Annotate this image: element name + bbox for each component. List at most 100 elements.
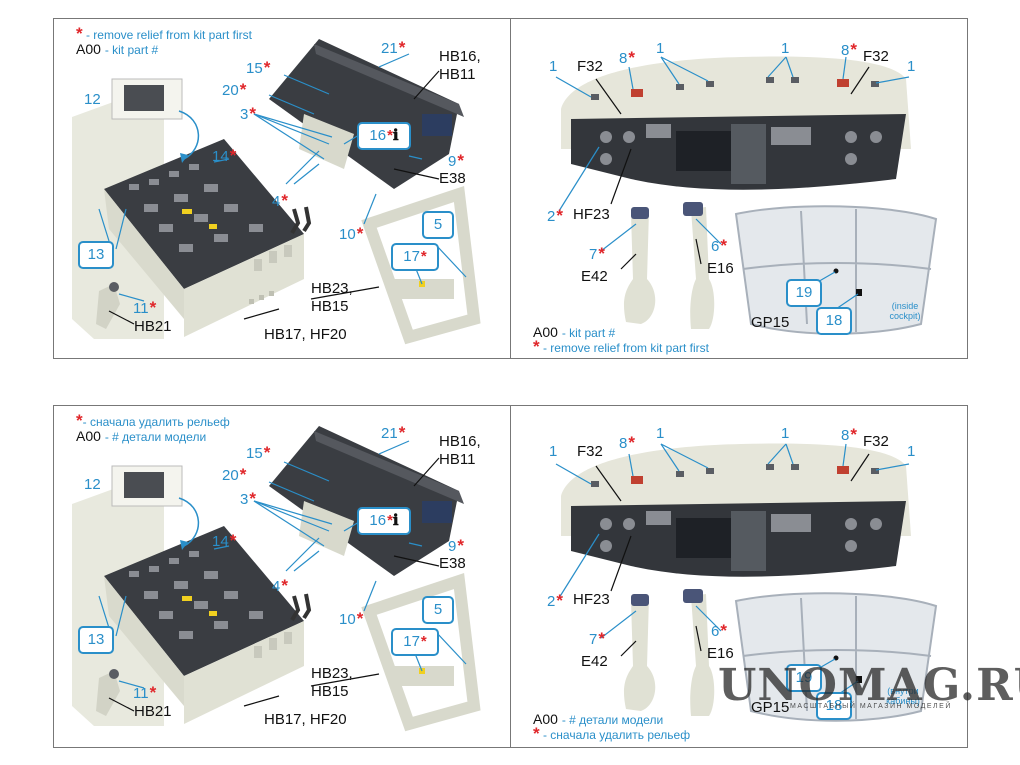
info-icon: ℹ (392, 512, 399, 529)
part-f32-right: F32 (863, 433, 889, 450)
callout-12: 12 (84, 476, 101, 493)
callout-15: 15* (246, 58, 271, 77)
callout-11: 11* (133, 683, 157, 702)
watermark-brand: UNOMAG.RU (718, 660, 1020, 711)
panel-bottom-right: 1 F32 8* 1 1 8* F32 1 2* HF23 7* E42 6* … (510, 405, 968, 748)
callout-box-5: 5 (422, 596, 454, 624)
part-f32-left: F32 (577, 58, 603, 75)
callout-20: 20* (222, 465, 247, 484)
inside-cockpit-note: (внутри кабины) (886, 686, 920, 706)
legend-block: A00 - # детали модели * - сначала удалит… (533, 712, 690, 742)
legend-part-code: A00 (533, 324, 558, 340)
part-f32-right: F32 (863, 48, 889, 65)
legend-part-code: A00 (76, 428, 101, 444)
callout-3: 3* (240, 104, 256, 123)
legend-part-code: A00 (76, 41, 101, 57)
callout-1-mid-left: 1 (656, 425, 665, 442)
callout-box-18: 18 (816, 307, 852, 335)
red-asterisk-icon: * (533, 337, 540, 356)
callout-box-16: 16*ℹ (357, 507, 411, 535)
callout-3: 3* (240, 489, 256, 508)
legend-part-text: - kit part # (104, 43, 159, 57)
callout-10: 10* (339, 224, 364, 243)
legend-star-text: - сначала удалить рельеф (82, 415, 230, 429)
part-e42: E42 (581, 653, 608, 670)
callout-1-left: 1 (549, 58, 558, 75)
callout-2: 2* (547, 591, 563, 610)
callout-7: 7* (589, 629, 605, 648)
callout-box-18: 18 (816, 692, 852, 720)
legend-block: *- сначала удалить рельеф A00 - # детали… (76, 411, 230, 444)
part-hb11: HB11 (439, 66, 476, 83)
part-e38: E38 (439, 555, 466, 572)
part-hb23: HB23, (311, 665, 353, 682)
panel-top-left: * - remove relief from kit part first A0… (53, 18, 512, 359)
callout-box-13: 13 (78, 626, 114, 654)
legend-part-code: A00 (533, 711, 558, 727)
part-e16: E16 (707, 260, 734, 277)
part-hb21: HB21 (134, 703, 172, 720)
callout-1-right: 1 (907, 58, 916, 75)
part-hb16: HB16, (439, 48, 481, 65)
legend-part-text: - kit part # (561, 326, 616, 340)
legend-star-text: - remove relief from kit part first (542, 341, 709, 355)
callout-7: 7* (589, 244, 605, 263)
callout-box-17: 17* (391, 628, 439, 656)
callout-20: 20* (222, 80, 247, 99)
callout-8-left: 8* (619, 48, 635, 67)
part-hb21: HB21 (134, 318, 172, 335)
part-f32-left: F32 (577, 443, 603, 460)
callout-8-right: 8* (841, 40, 857, 59)
callout-box-16: 16*ℹ (357, 122, 411, 150)
callout-1-mid-right: 1 (781, 425, 790, 442)
callout-1-left: 1 (549, 443, 558, 460)
callout-box-19: 19 (786, 664, 822, 692)
part-hb11: HB11 (439, 451, 476, 468)
callout-10: 10* (339, 609, 364, 628)
callout-1-mid-right: 1 (781, 40, 790, 57)
callout-2: 2* (547, 206, 563, 225)
legend-star-text: - сначала удалить рельеф (542, 728, 691, 742)
callout-21: 21* (381, 423, 406, 442)
callout-9: 9* (448, 151, 464, 170)
callout-11: 11* (133, 298, 157, 317)
part-e42: E42 (581, 268, 608, 285)
callout-6: 6* (711, 621, 727, 640)
part-hb23: HB23, (311, 280, 353, 297)
callout-box-5: 5 (422, 211, 454, 239)
callout-1-right: 1 (907, 443, 916, 460)
legend-block: * - remove relief from kit part first A0… (76, 25, 252, 57)
info-icon: ℹ (392, 127, 399, 144)
callout-8-left: 8* (619, 433, 635, 452)
callout-4: 4* (272, 191, 288, 210)
part-gp15: GP15 (751, 699, 790, 716)
part-hb15: HB15 (311, 298, 349, 315)
callout-4: 4* (272, 576, 288, 595)
part-hf23: HF23 (573, 206, 610, 223)
legend-star-text: - remove relief from kit part first (85, 28, 252, 42)
part-gp15: GP15 (751, 314, 790, 331)
callout-21: 21* (381, 38, 406, 57)
part-hb16: HB16, (439, 433, 481, 450)
legend-part-text: - # детали модели (104, 430, 207, 444)
red-asterisk-icon: * (76, 411, 83, 430)
inside-cockpit-note: (inside cockpit) (889, 301, 921, 321)
callout-box-17: 17* (391, 243, 439, 271)
callout-8-right: 8* (841, 425, 857, 444)
panel-top-right: 1 F32 8* 1 1 8* F32 1 2* HF23 7* E42 6* … (510, 18, 968, 359)
part-hb15: HB15 (311, 683, 349, 700)
callout-14: 14* (212, 146, 237, 165)
part-e16: E16 (707, 645, 734, 662)
part-hb17-hf20: HB17, HF20 (264, 711, 347, 728)
console-illustration (72, 39, 481, 345)
part-hf23: HF23 (573, 591, 610, 608)
callout-14: 14* (212, 531, 237, 550)
part-hb17-hf20: HB17, HF20 (264, 326, 347, 343)
console-illustration (72, 426, 481, 732)
legend-part-text: - # детали модели (561, 713, 664, 727)
red-asterisk-icon: * (533, 724, 540, 743)
callout-box-19: 19 (786, 279, 822, 307)
callout-9: 9* (448, 536, 464, 555)
callout-15: 15* (246, 443, 271, 462)
callout-12: 12 (84, 91, 101, 108)
